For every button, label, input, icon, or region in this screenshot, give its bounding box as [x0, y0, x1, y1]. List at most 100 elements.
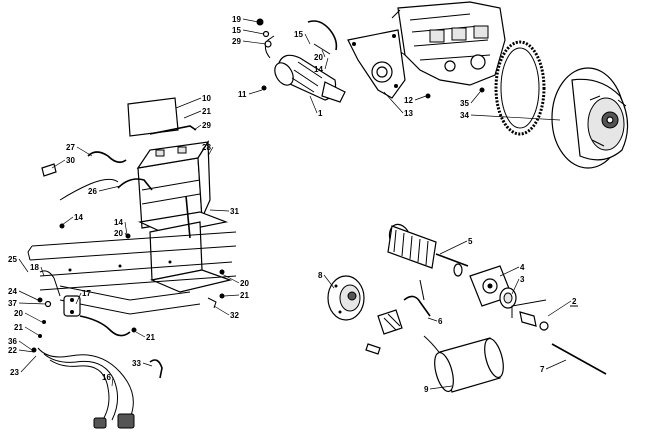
callout-number: 36 — [8, 337, 17, 346]
nut — [42, 320, 46, 324]
callout-number: 37 — [8, 299, 17, 308]
bolt — [479, 87, 485, 93]
callout-28: 28 — [202, 143, 214, 157]
callout-12: 12 — [404, 95, 427, 105]
leader-line — [207, 146, 214, 157]
leader-line — [193, 124, 202, 131]
callout-number: 5 — [468, 237, 473, 246]
screw-head — [425, 93, 431, 99]
callout-4: 4 — [499, 263, 525, 277]
leader-line — [321, 49, 326, 58]
leader-line — [470, 91, 481, 104]
leader-line — [76, 146, 93, 157]
callout-number: 22 — [8, 346, 17, 355]
callout-number: 2 — [572, 297, 577, 306]
leader-line — [383, 91, 404, 114]
leader-line — [18, 258, 29, 273]
leader-line — [223, 294, 240, 297]
leader-line — [18, 340, 33, 351]
callout-number: 10 — [202, 94, 211, 103]
battery-strap-top — [149, 125, 197, 135]
callout-26: 26 — [88, 185, 121, 196]
callout-number: 11 — [238, 90, 247, 99]
callout-21: 21 — [14, 323, 41, 337]
starter-mount-plate — [347, 29, 406, 99]
callout-14: 14 — [114, 218, 128, 236]
callout-number: 21 — [240, 291, 249, 300]
callout-1: 1 — [309, 95, 323, 118]
bracket-18 — [39, 270, 61, 297]
leader-line — [323, 274, 335, 289]
leader-line — [242, 40, 267, 45]
callout-number: 9 — [424, 385, 429, 394]
callout-10: 10 — [175, 94, 211, 109]
callout-24: 24 — [8, 287, 39, 301]
callout-number: 7 — [540, 365, 545, 374]
callout-29: 29 — [193, 121, 211, 131]
leader-line — [309, 95, 318, 114]
callout-number: 26 — [88, 187, 97, 196]
battery-tray — [137, 211, 233, 293]
nut — [256, 18, 264, 26]
callout-number: 20 — [240, 279, 249, 288]
leader-line — [124, 221, 128, 236]
callout-number: 28 — [202, 143, 211, 152]
callout-number: 1 — [318, 109, 323, 118]
callout-6: 6 — [427, 317, 443, 326]
starter-cable — [307, 20, 338, 51]
starter-drive — [499, 287, 549, 331]
callout-31: 31 — [209, 207, 239, 216]
frame-rail — [27, 231, 237, 315]
bracket-2 — [511, 299, 578, 318]
callout-20: 20 — [314, 49, 326, 62]
leader-line — [175, 97, 202, 109]
leader-line — [124, 232, 129, 239]
callout-21: 21 — [223, 291, 249, 300]
callout-3: 3 — [511, 275, 525, 295]
mount-bolt — [313, 43, 331, 55]
leader-line — [75, 292, 82, 305]
callout-20: 20 — [14, 309, 43, 323]
leader-line — [183, 110, 202, 119]
cable-27 — [87, 151, 127, 164]
callout-7: 7 — [540, 359, 567, 374]
leader-line — [24, 326, 41, 337]
callout-37: 37 — [8, 299, 47, 308]
leader-line — [304, 33, 311, 45]
callout-number: 34 — [460, 111, 469, 120]
callout-33: 33 — [132, 359, 153, 368]
leader-line — [427, 317, 438, 322]
callout-number: 29 — [232, 37, 241, 46]
brush-holder — [377, 309, 403, 335]
washer — [262, 30, 270, 38]
field-housing — [434, 337, 504, 393]
callout-number: 27 — [66, 143, 75, 152]
commutator-end-cap — [327, 275, 365, 321]
leader-line — [547, 300, 572, 317]
flywheel-assembly — [551, 67, 629, 169]
callout-number: 13 — [404, 109, 413, 118]
brush-lead — [403, 295, 431, 317]
callout-35: 35 — [460, 91, 481, 108]
callout-20: 20 — [114, 229, 129, 239]
callout-layer: 1915291520141111213353410212927302826141… — [8, 15, 577, 394]
leader-line — [414, 95, 427, 101]
terminal-boot — [41, 163, 57, 177]
callout-14: 14 — [61, 213, 83, 226]
nut — [219, 293, 225, 299]
callout-15: 15 — [232, 26, 265, 35]
callout-number: 18 — [30, 263, 39, 272]
leader-line — [429, 385, 453, 390]
callout-number: 31 — [230, 207, 239, 216]
callout-number: 35 — [460, 99, 469, 108]
callout-15: 15 — [294, 30, 311, 45]
ring-gear — [494, 40, 546, 136]
leader-line — [18, 349, 35, 353]
nut — [59, 223, 65, 229]
leader-line — [248, 89, 263, 95]
callout-29: 29 — [232, 37, 267, 46]
callout-number: 12 — [404, 96, 413, 105]
callout-number: 20 — [114, 229, 123, 238]
callout-number: 6 — [438, 317, 443, 326]
